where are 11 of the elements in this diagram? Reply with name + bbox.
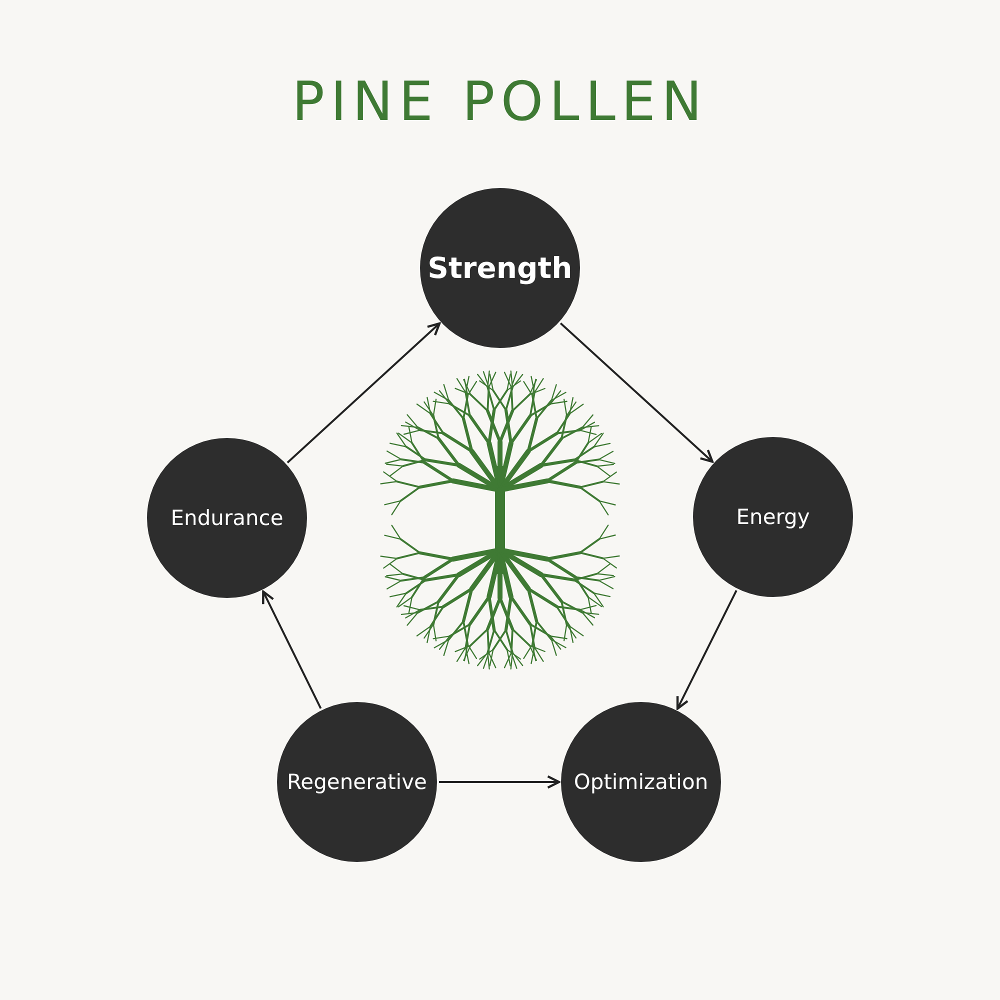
arrow [439,775,560,789]
arrow [286,322,441,464]
arrow [262,590,322,709]
node-label: Optimization [574,770,708,794]
arrow [676,590,738,710]
node-label: Strength [428,251,572,285]
node-label: Regenerative [287,770,427,794]
arrow [560,322,714,463]
node-label: Energy [736,505,810,529]
node-label: Endurance [170,506,284,530]
title: PINE POLLEN [292,70,708,133]
